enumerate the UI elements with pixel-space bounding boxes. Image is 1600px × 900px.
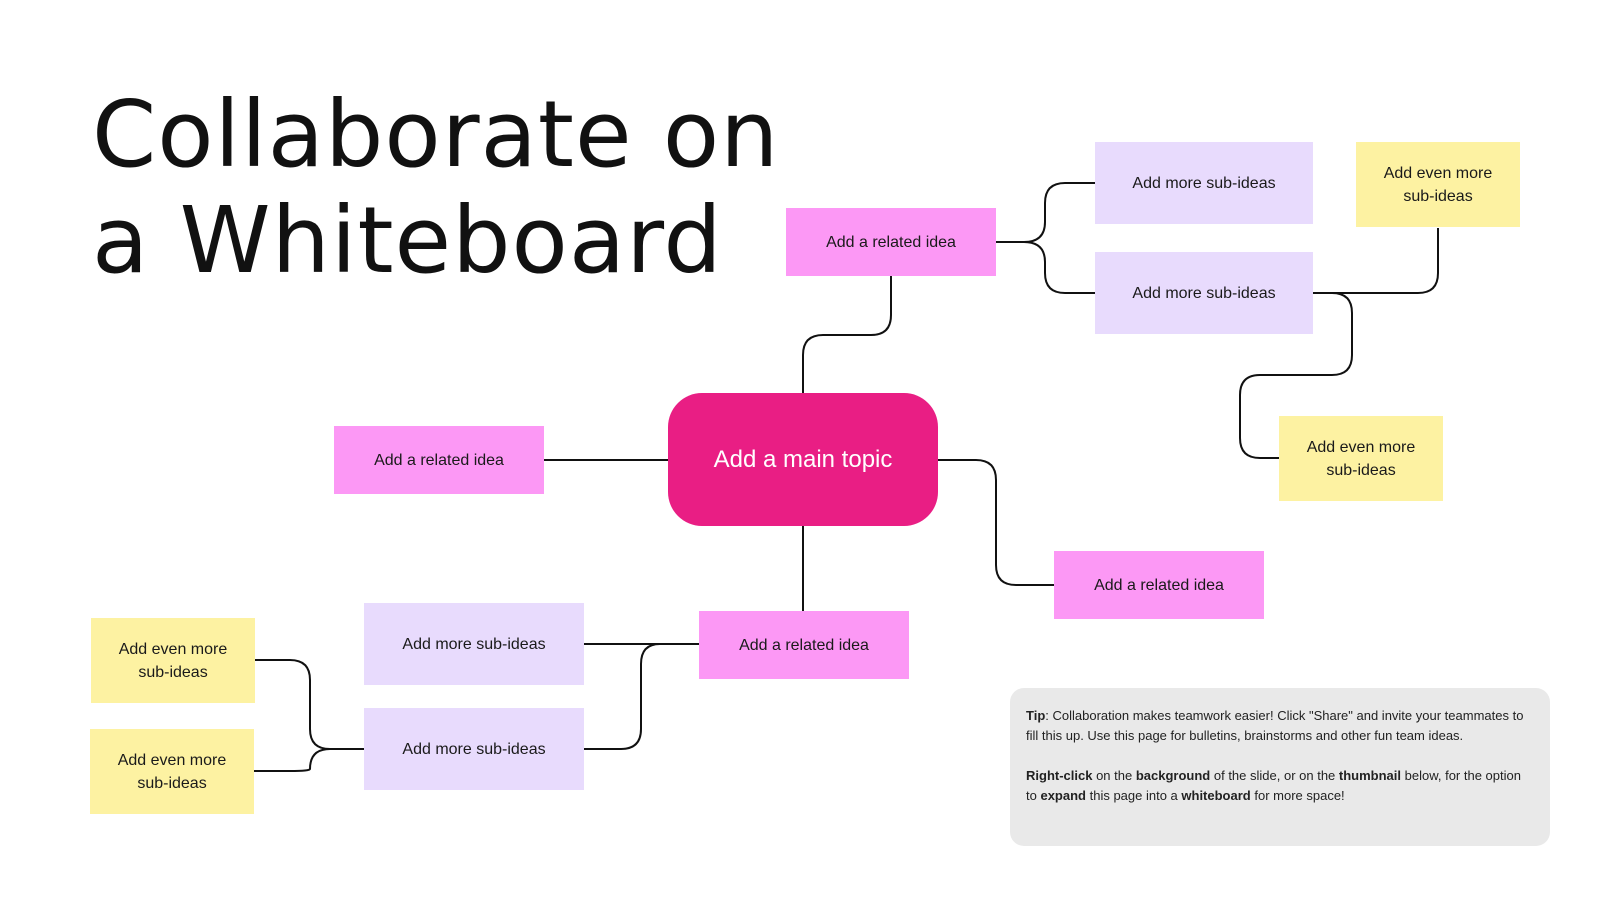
- tip-text-run: of the slide, or on the: [1210, 768, 1339, 783]
- connector-sub-top-2-to-even-top-right: [1312, 228, 1439, 294]
- tip-text-run: for more space!: [1250, 788, 1345, 803]
- sub-idea-top-1-node[interactable]: Add more sub-ideas: [1095, 142, 1313, 224]
- sub-idea-bottom-2-node[interactable]: Add more sub-ideas: [364, 708, 584, 790]
- sub-idea-label: Add more sub-ideas: [1132, 174, 1276, 192]
- tip-text-run: this page into a: [1085, 788, 1182, 803]
- sub-idea-label: Add more sub-ideas: [1132, 284, 1276, 302]
- tip-text-run: thumbnail: [1338, 768, 1401, 783]
- title-line-1: Collaborate on: [92, 81, 780, 188]
- title-line-2: a Whiteboard: [92, 187, 723, 294]
- connector-sub-bottom-2-to-even-left-1: [255, 659, 364, 750]
- related-idea-label: Add a related idea: [1094, 576, 1224, 594]
- sub-idea-label: Add more sub-ideas: [402, 635, 546, 653]
- tip-box: Tip: Collaboration makes teamwork easier…: [1010, 688, 1550, 846]
- even-more-sub-ideas-top-right-node[interactable]: Add even more sub-ideas: [1356, 142, 1520, 227]
- related-idea-top-node[interactable]: Add a related idea: [786, 208, 996, 276]
- related-idea-label: Add a related idea: [374, 451, 504, 469]
- main-topic-node[interactable]: Add a main topic: [668, 393, 938, 526]
- related-idea-right-node[interactable]: Add a related idea: [1054, 551, 1264, 619]
- connector-related-bottom-to-sub-bottom-2: [584, 643, 699, 750]
- connector-main-to-related-right: [938, 459, 1054, 586]
- tip-paragraph-1: Tip: Collaboration makes teamwork easier…: [1026, 706, 1534, 746]
- sub-idea-top-2-node[interactable]: Add more sub-ideas: [1095, 252, 1313, 334]
- even-more-sub-ideas-left-2-node[interactable]: Add even more sub-ideas: [90, 729, 254, 814]
- tip-text-run: Right-click: [1026, 768, 1093, 783]
- tip-text-run: expand: [1040, 788, 1086, 803]
- related-idea-label: Add a related idea: [826, 233, 956, 251]
- even-more-sub-ideas-left-1-node[interactable]: Add even more sub-ideas: [91, 618, 255, 703]
- sub-idea-bottom-1-node[interactable]: Add more sub-ideas: [364, 603, 584, 685]
- related-idea-bottom-node[interactable]: Add a related idea: [699, 611, 909, 679]
- tip-text-run: on the: [1092, 768, 1136, 783]
- page-title: Collaborate on a Whiteboard: [92, 82, 779, 294]
- tip-text-run: whiteboard: [1181, 788, 1251, 803]
- even-more-sub-ideas-label: Add even more sub-ideas: [118, 640, 228, 681]
- tip-paragraph-2: Right-click on the background of the sli…: [1026, 766, 1534, 806]
- tip-text-run: below, for the option to: [1026, 768, 1521, 803]
- connector-main-to-related-top: [802, 276, 892, 393]
- even-more-sub-ideas-label: Add even more sub-ideas: [117, 751, 227, 792]
- main-topic-label: Add a main topic: [713, 446, 893, 473]
- even-more-sub-ideas-mid-right-node[interactable]: Add even more sub-ideas: [1279, 416, 1443, 501]
- even-more-sub-ideas-label: Add even more sub-ideas: [1383, 164, 1493, 205]
- tip-text-run: : Collaboration makes teamwork easier! C…: [1026, 708, 1524, 743]
- related-idea-label: Add a related idea: [739, 636, 869, 654]
- related-idea-left-node[interactable]: Add a related idea: [334, 426, 544, 494]
- connector-related-top-to-sub-top-1: [996, 182, 1095, 243]
- sub-idea-label: Add more sub-ideas: [402, 740, 546, 758]
- tip-text-run: background: [1135, 768, 1211, 783]
- connector-related-top-to-sub-top-2: [1023, 241, 1095, 294]
- tip-text-run: Tip: [1026, 708, 1046, 723]
- connector-sub-bottom-2-to-even-left-2: [254, 748, 331, 772]
- even-more-sub-ideas-label: Add even more sub-ideas: [1306, 438, 1416, 479]
